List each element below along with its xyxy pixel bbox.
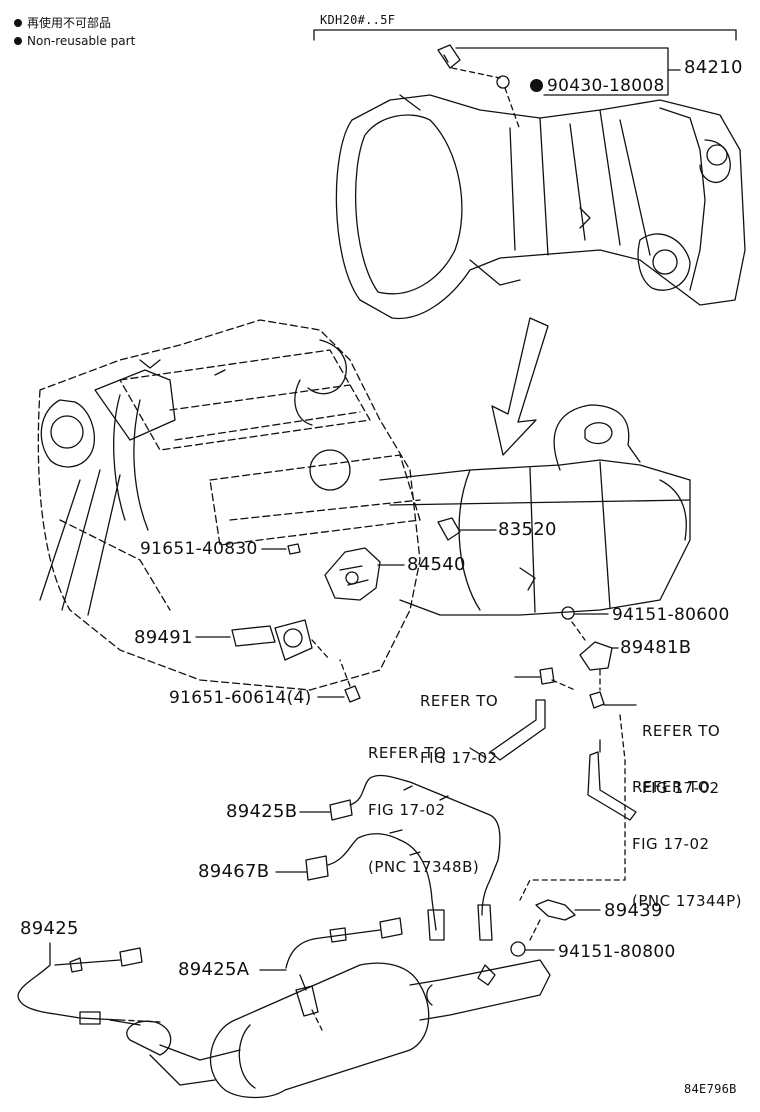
sensor-89425b-illustration — [299, 774, 501, 941]
ref-line: (PNC 17348B) — [368, 858, 480, 876]
sensor-89467b-illustration — [275, 829, 445, 941]
sensor-89425a-illustration — [259, 917, 403, 1031]
refer-to-fig-17-02-b[interactable]: REFER TO FIG 17-02 (PNC 17348B) — [368, 706, 479, 896]
sensor-83520-illustration — [437, 517, 497, 541]
part-89467b[interactable]: 89467B — [198, 861, 270, 882]
part-89439[interactable]: 89439 — [604, 900, 663, 921]
ref-line: FIG 17-02 — [632, 835, 710, 853]
refer-to-fig-17-02-a[interactable]: REFER TO FIG 17-02 — [420, 654, 498, 787]
legend-en-text: Non-reusable part — [27, 34, 136, 48]
part-84210[interactable]: 84210 — [684, 57, 743, 78]
part-89425b[interactable]: 89425B — [226, 801, 298, 822]
diagram-id: 84E796B — [684, 1082, 737, 1096]
part-89491[interactable]: 89491 — [134, 627, 193, 648]
bracket-89439-illustration — [510, 899, 601, 957]
ref-line: FIG 17-02 — [420, 749, 498, 767]
ref-line: FIG 17-02 — [642, 779, 720, 797]
part-89425a[interactable]: 89425A — [178, 959, 250, 980]
part-94151-80600[interactable]: 94151-80600 — [612, 605, 730, 625]
ref-line: FIG 17-02 — [368, 801, 446, 819]
model-bracket — [313, 29, 737, 41]
part-90430-18008[interactable]: 90430-18008 — [530, 77, 665, 95]
part-89481b[interactable]: 89481B — [620, 637, 692, 658]
non-reusable-dot-icon — [530, 79, 543, 92]
switch-84210-illustration — [437, 44, 681, 131]
transmission-upper-illustration — [335, 94, 746, 320]
refer-to-fig-17-02-d[interactable]: REFER TO FIG 17-02 (PNC 17344P) — [632, 740, 742, 930]
part-90430-text: 90430-18008 — [547, 76, 665, 96]
ref-line: (PNC 17344P) — [632, 892, 742, 910]
refer-to-fig-17-02-c[interactable]: REFER TO FIG 17-02 — [642, 684, 720, 817]
legend-jp-text: 再使用不可部品 — [27, 16, 112, 30]
direction-arrow — [491, 317, 549, 456]
hose-17344p-illustration — [519, 714, 637, 901]
part-89425[interactable]: 89425 — [20, 918, 79, 939]
part-83520[interactable]: 83520 — [498, 519, 557, 540]
engine-solid-detail — [39, 339, 351, 616]
legend-jp: 再使用不可部品 — [14, 16, 111, 30]
hose-clamp-illustration — [514, 667, 576, 691]
hose-clamp-2-illustration — [589, 691, 637, 709]
bolt-91651-40830-illustration — [261, 543, 301, 555]
switch-84540-illustration — [324, 547, 405, 601]
transmission-lower-illustration — [379, 404, 691, 616]
engine-illustration — [37, 319, 421, 691]
part-84540[interactable]: 84540 — [407, 554, 466, 575]
part-94151-80800[interactable]: 94151-80800 — [558, 942, 676, 962]
ref-line: REFER TO — [368, 744, 447, 762]
ref-line: REFER TO — [632, 778, 711, 796]
part-91651-40830[interactable]: 91651-40830 — [140, 539, 258, 559]
exhaust-catalyst-illustration — [109, 959, 551, 1099]
bolt-91651-60614-illustration — [317, 659, 361, 703]
ref-line: REFER TO — [642, 722, 721, 740]
sensor-89491-illustration — [195, 619, 331, 661]
part-91651-60614[interactable]: 91651-60614(4) — [169, 688, 312, 708]
bullet-dot-icon — [14, 37, 22, 45]
bullet-dot-icon — [14, 19, 22, 27]
sensor-89425-illustration — [17, 942, 161, 1025]
legend-en: Non-reusable part — [14, 34, 135, 48]
hose-17348b-illustration — [469, 699, 546, 761]
model-code: KDH20#..5F — [320, 13, 396, 27]
bracket-89481b-illustration — [561, 606, 619, 691]
ref-line: REFER TO — [420, 692, 499, 710]
